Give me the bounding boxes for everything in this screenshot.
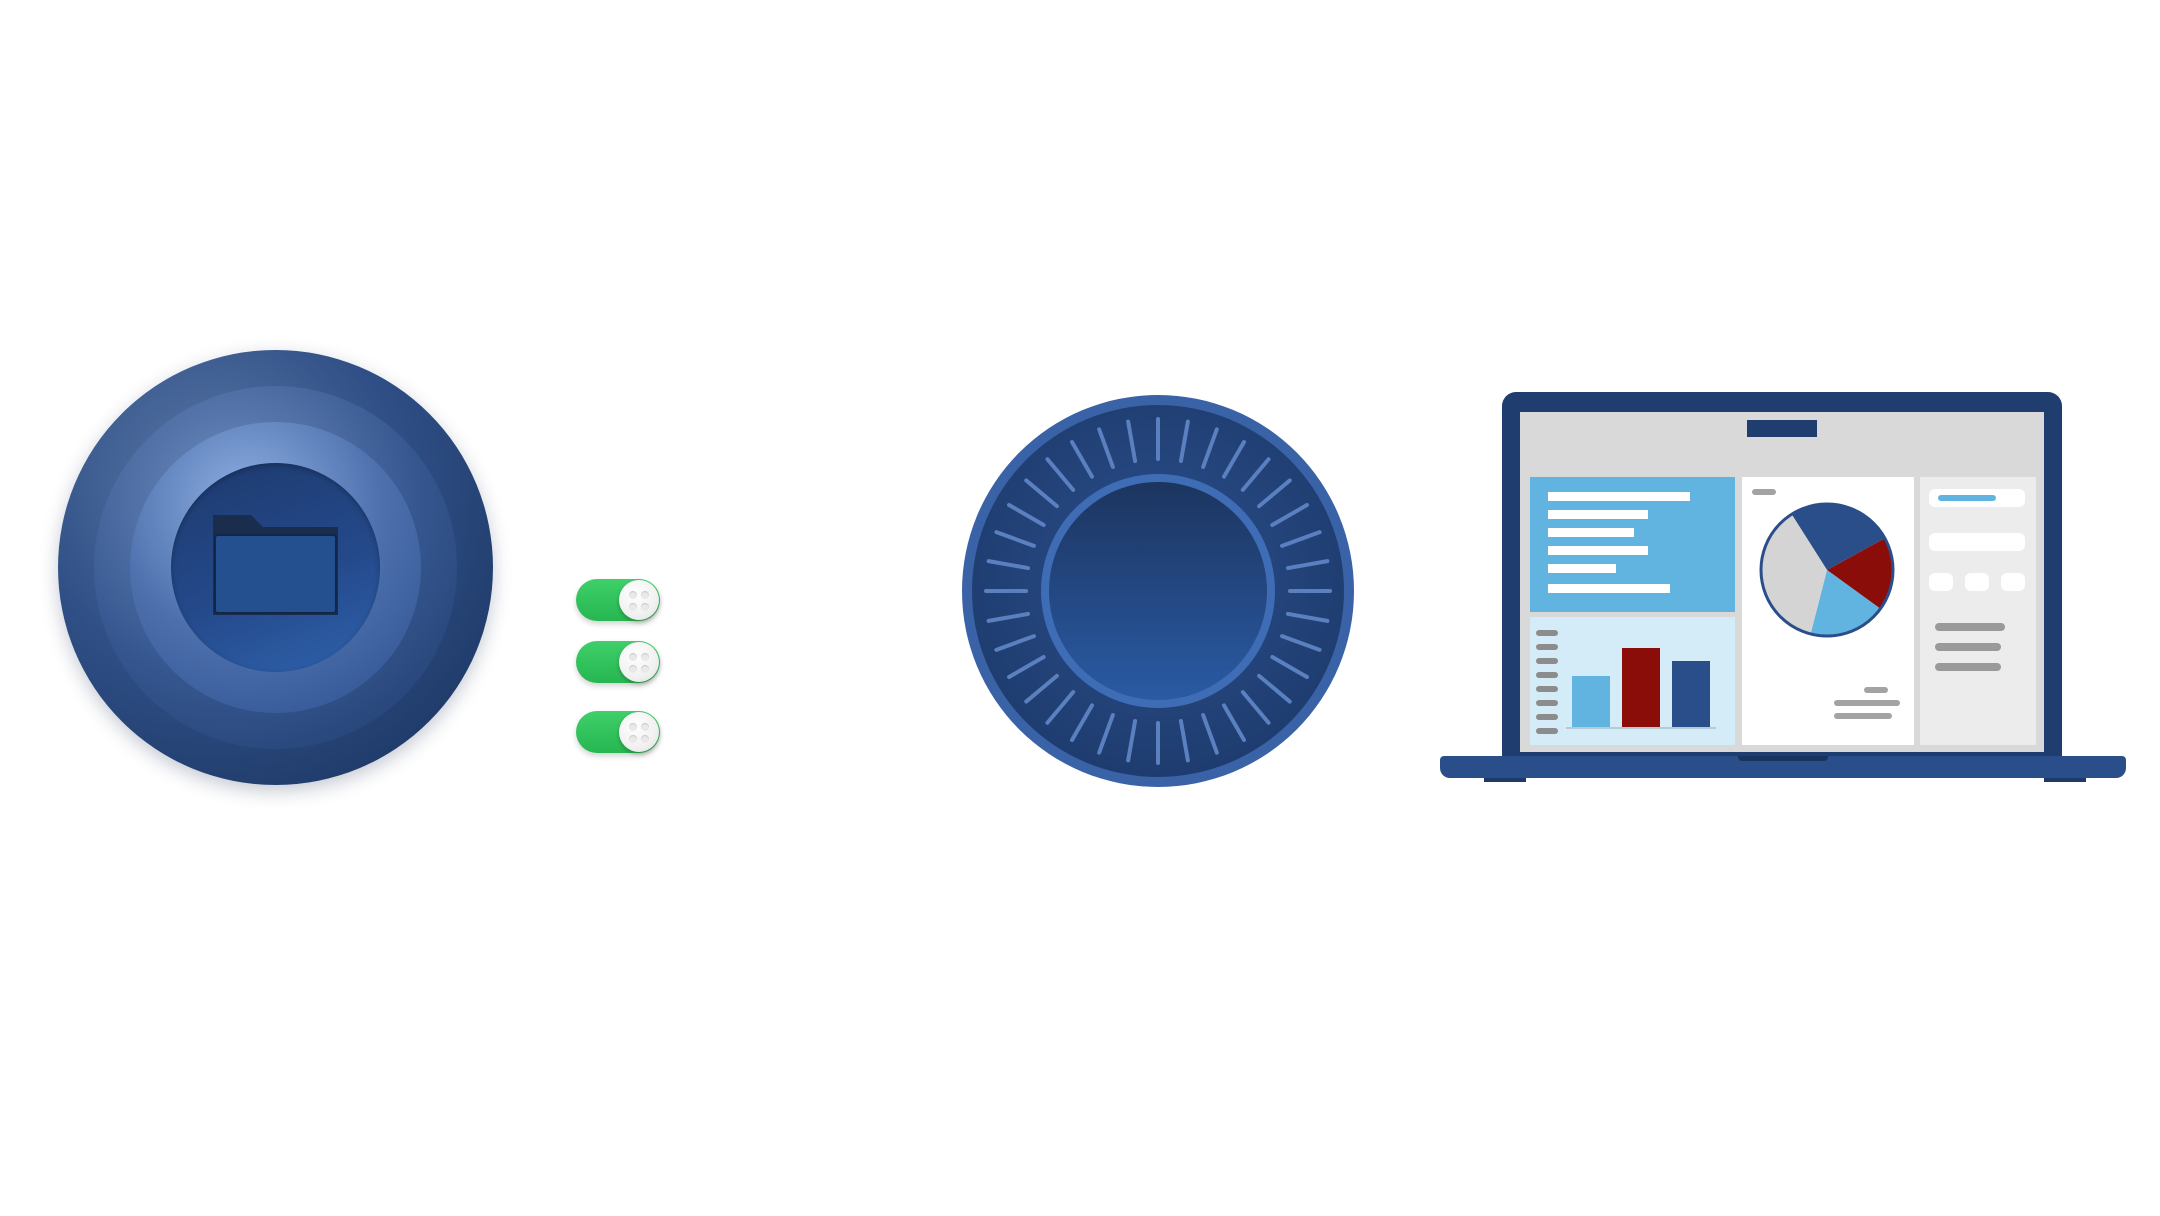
dial-tick [1045, 690, 1076, 725]
dial-tick [1280, 634, 1322, 652]
pie-chart-panel [1742, 477, 1914, 745]
dial-tick [986, 611, 1031, 623]
dial-ticks [984, 417, 1332, 765]
folder-icon [213, 515, 338, 615]
dial-tick [1280, 530, 1322, 548]
dial-tick [1070, 703, 1094, 742]
dial-tick [1097, 713, 1115, 755]
dial-tick [1285, 559, 1330, 571]
dial-tick [1097, 427, 1115, 469]
settings-panel [1920, 477, 2036, 745]
dial-tick [1285, 611, 1330, 623]
dial-tick [1270, 655, 1309, 679]
toggle-switch-1[interactable] [576, 579, 660, 621]
bar-mark [1572, 676, 1610, 727]
laptop-screen [1520, 412, 2044, 752]
toggle-switch-2[interactable] [576, 641, 660, 683]
dial-tick [1201, 427, 1219, 469]
bar-mark [1672, 661, 1710, 727]
laptop-dashboard-icon [1440, 392, 2126, 782]
dial-tick [1240, 457, 1271, 492]
toggle-switch-3[interactable] [576, 711, 660, 753]
dial-knob [1049, 482, 1267, 700]
toggle-knob [619, 712, 659, 752]
pie-slice [1810, 570, 1881, 636]
dial-tick [986, 559, 1031, 571]
dial-tick [1178, 419, 1190, 464]
dial-tick [1257, 478, 1292, 509]
dial-tick [1126, 718, 1138, 763]
laptop-base [1440, 756, 2126, 778]
text-panel [1530, 477, 1735, 612]
dial-tick [1257, 673, 1292, 704]
toggle-knob [619, 580, 659, 620]
pie-chart [1759, 502, 1895, 638]
dial-tick [994, 530, 1036, 548]
dial-tick [1126, 419, 1138, 464]
folder-orb-button[interactable] [58, 350, 493, 785]
pie-slice [1761, 514, 1827, 634]
dashboard-header-bar [1747, 420, 1817, 437]
dial-tick [1240, 690, 1271, 725]
rotary-dial-icon[interactable] [960, 393, 1356, 789]
dial-tick [1024, 673, 1059, 704]
dial-tick [1178, 718, 1190, 763]
dial-tick [1007, 503, 1046, 527]
dial-tick [994, 634, 1036, 652]
dial-tick [1222, 440, 1246, 479]
pie-slice [1791, 504, 1885, 570]
bar-chart-panel [1530, 617, 1735, 745]
dial-tick [1201, 713, 1219, 755]
bar-mark [1622, 648, 1660, 727]
dial-tick [1070, 440, 1094, 479]
dial-tick [1024, 478, 1059, 509]
dial-tick [1007, 655, 1046, 679]
dial-tick [1045, 457, 1076, 492]
pie-slice [1827, 538, 1893, 609]
dial-tick [1222, 703, 1246, 742]
dial-tick [1270, 503, 1309, 527]
toggle-knob [619, 642, 659, 682]
